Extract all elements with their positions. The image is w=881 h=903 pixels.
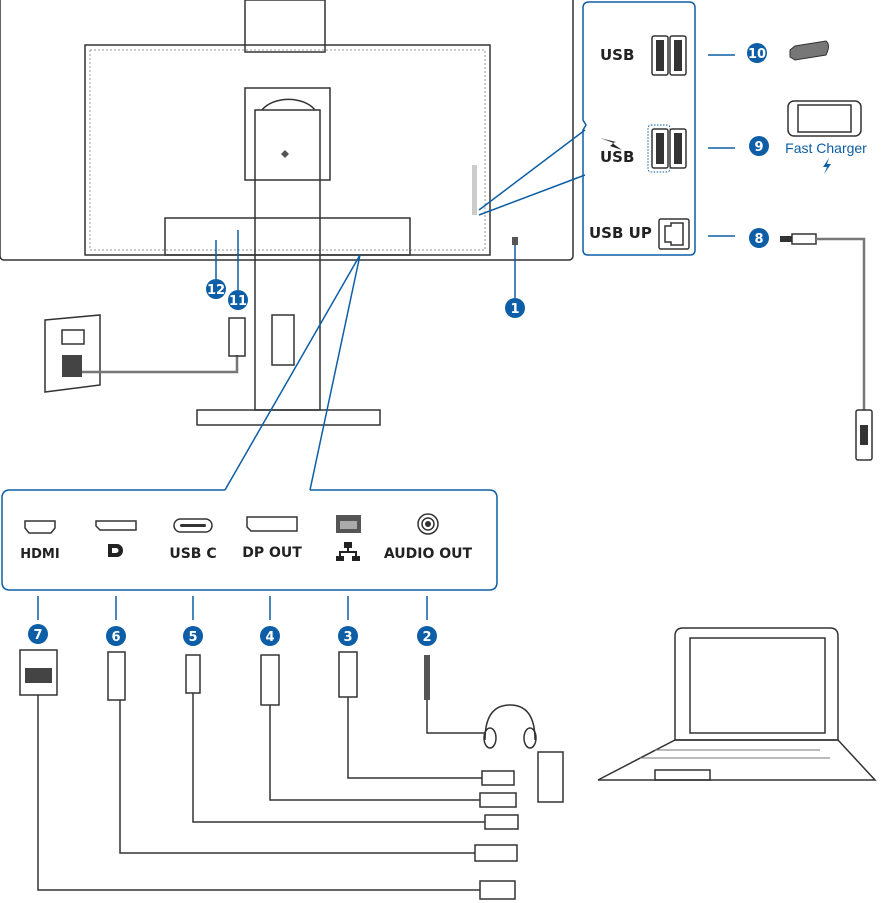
callout-12: 12 [206, 279, 226, 299]
rear-port-panel: HDMI USB C DP OUT AUDIO OUT [1, 489, 498, 591]
svg-text:8: 8 [754, 232, 763, 247]
svg-text:10: 10 [748, 47, 766, 62]
hdmi-cable-icon [19, 649, 516, 900]
usb-c-cable-icon [185, 654, 519, 830]
smartphone-icon [787, 100, 862, 137]
svg-text:2: 2 [422, 630, 431, 645]
usb-stick-icon [789, 40, 829, 61]
hdmi-label: HDMI [20, 547, 59, 562]
svg-text:4: 4 [265, 630, 274, 645]
svg-text:7: 7 [33, 628, 42, 643]
callout-11: 11 [228, 290, 248, 310]
dp-out-cable-icon [260, 654, 517, 808]
displayport-port-icon [95, 520, 137, 531]
laptop-icon [597, 627, 877, 781]
callout-4: 4 [260, 626, 280, 646]
callout-5: 5 [183, 626, 203, 646]
callout-6: 6 [106, 626, 126, 646]
callout-1: 1 [505, 298, 525, 318]
svg-text:11: 11 [229, 294, 247, 309]
usb-fast-charge-label: USB [600, 148, 634, 166]
ethernet-icon [336, 542, 360, 561]
usb-up-label: USB UP [589, 224, 652, 242]
svg-text:1: 1 [510, 302, 519, 317]
ethernet-wall-socket-icon [537, 751, 564, 803]
svg-text:3: 3 [343, 630, 352, 645]
monitor-rear-view [0, 0, 574, 426]
headphone-cable-icon [424, 655, 537, 749]
hdmi-port-icon [24, 520, 56, 534]
audio-jack-icon [417, 513, 439, 535]
svg-text:9: 9 [754, 140, 763, 155]
callout-8: 8 [749, 228, 769, 248]
logo-mark-icon [281, 150, 289, 158]
wall-socket-icon [44, 314, 101, 393]
ethernet-cable-icon [338, 651, 515, 786]
displayport-out-icon [246, 516, 298, 532]
displayport-cable-icon [107, 651, 518, 862]
callout-10: 10 [747, 43, 767, 63]
displayport-logo-icon [108, 544, 123, 557]
callout-7: 7 [28, 624, 48, 644]
usb-c-label: USB C [169, 546, 216, 562]
audio-out-label: AUDIO OUT [384, 546, 473, 562]
usb-c-port-icon [173, 518, 213, 533]
usb-label: USB [600, 46, 634, 64]
usb-b-port-icon [658, 218, 690, 250]
callout-9: 9 [749, 136, 769, 156]
usb-panel: USB USB USB UP [582, 1, 696, 256]
svg-text:5: 5 [188, 630, 197, 645]
svg-text:6: 6 [111, 630, 120, 645]
fast-charger-label: Fast Charger [785, 140, 867, 156]
kensington-lock-icon [512, 237, 518, 245]
callout-2: 2 [417, 626, 437, 646]
power-cable-icon [82, 317, 246, 374]
callout-3: 3 [338, 626, 358, 646]
lightning-icon [600, 138, 622, 150]
dp-out-label: DP OUT [242, 545, 302, 561]
usb-a-port-icon [651, 35, 687, 76]
fast-charge-lightning-icon [823, 158, 831, 174]
usb-b-cable-icon [780, 233, 873, 461]
usb-a-fast-charge-port-icon [647, 124, 687, 173]
svg-text:12: 12 [207, 283, 225, 298]
